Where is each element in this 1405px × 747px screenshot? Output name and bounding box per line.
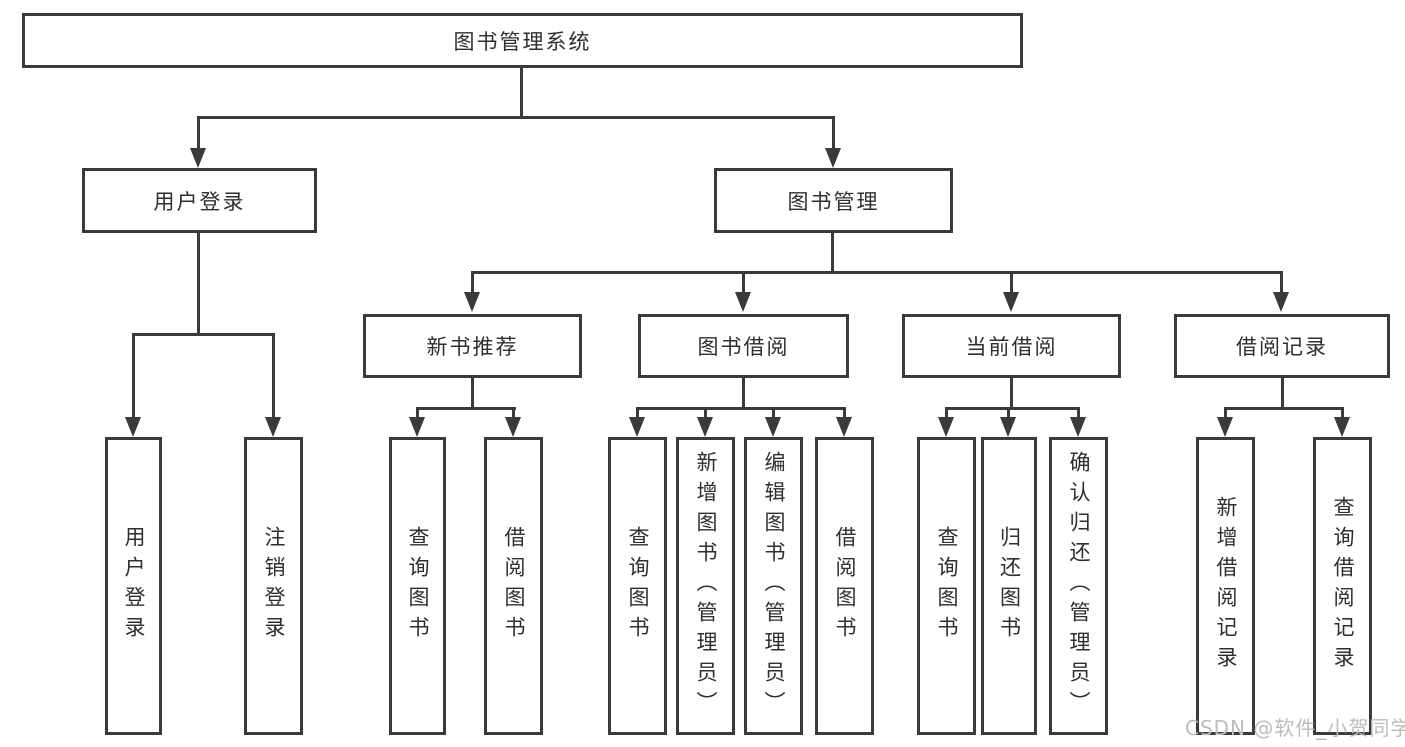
node-new-book-recommend: 新书推荐 [363,314,582,378]
connector-line [416,407,419,423]
leaf-query-books-recommend-label: 查询图书 [406,526,430,646]
leaf-confirm-return-admin: 确认归还（管理员） [1049,437,1108,735]
connector-line [197,233,200,336]
leaf-query-books-current: 查询图书 [917,437,976,735]
node-book-borrowing-label: 图书借阅 [697,335,790,359]
connector-line [197,116,835,119]
connector-line [772,407,775,423]
arrow-down-icon [409,417,425,437]
connector-line [512,407,515,423]
arrow-down-icon [765,417,781,437]
leaf-edit-book-admin: 编辑图书（管理员） [744,437,803,735]
arrow-down-icon [464,292,480,312]
arrow-down-icon [1273,292,1289,312]
connector-line [831,233,834,274]
leaf-add-borrow-record-label: 新增借阅记录 [1214,496,1238,676]
arrow-down-icon [265,417,281,437]
leaf-user-login: 用户登录 [105,437,162,735]
leaf-add-book-admin: 新增图书（管理员） [676,437,735,735]
leaf-add-borrow-record: 新增借阅记录 [1196,437,1255,735]
connector-line [471,378,474,410]
connector-line [1341,407,1344,423]
leaf-query-books-current-label: 查询图书 [935,526,959,646]
connector-line [636,407,639,423]
connector-line [945,407,948,423]
connector-line [520,68,523,119]
connector-line [272,333,275,421]
node-root: 图书管理系统 [22,13,1023,68]
connector-line [471,271,1283,274]
arrow-down-icon [1003,292,1019,312]
node-borrowing-records-label: 借阅记录 [1236,335,1328,359]
node-book-management: 图书管理 [714,168,953,233]
leaf-return-book-label: 归还图书 [997,526,1022,646]
leaf-logout: 注销登录 [244,437,303,735]
leaf-borrow-books-recommend: 借阅图书 [484,437,543,735]
node-borrowing-records: 借阅记录 [1174,314,1390,378]
csdn-watermark: CSDN @软件_小贺同学 [1185,716,1405,740]
connector-line [197,116,200,154]
leaf-borrow-books-recommend-label: 借阅图书 [502,526,526,646]
leaf-query-borrow-record-label: 查询借阅记录 [1331,496,1355,676]
node-book-borrowing: 图书借阅 [638,314,849,378]
arrow-down-icon [825,148,841,168]
connector-line [416,407,516,410]
connector-line [1224,407,1227,423]
arrow-down-icon [190,148,206,168]
leaf-query-books-borrowing-label: 查询图书 [626,526,650,646]
leaf-query-books-borrowing: 查询图书 [608,437,667,735]
arrow-down-icon [629,417,645,437]
arrow-down-icon [735,292,751,312]
node-user-login: 用户登录 [82,168,317,233]
connector-line [132,333,275,336]
connector-line [1007,407,1010,423]
connector-line [132,333,135,421]
connector-line [843,407,846,423]
node-root-label: 图书管理系统 [453,29,592,54]
leaf-logout-label: 注销登录 [262,526,286,646]
connector-line [1280,271,1283,296]
leaf-user-login-label: 用户登录 [122,526,146,646]
connector-line [742,271,745,296]
connector-line [945,407,1080,410]
node-book-management-label: 图书管理 [787,189,880,214]
leaf-borrow-books-borrowing-label: 借阅图书 [833,526,857,646]
leaf-return-book: 归还图书 [981,437,1037,735]
connector-line [1077,407,1080,423]
arrow-down-icon [938,417,954,437]
node-current-borrowing-label: 当前借阅 [965,335,1058,359]
connector-line [832,116,835,154]
connector-line [471,271,474,296]
leaf-borrow-books-borrowing: 借阅图书 [815,437,874,735]
node-current-borrowing: 当前借阅 [902,314,1121,378]
node-new-book-recommend-label: 新书推荐 [426,335,519,359]
arrow-down-icon [1070,417,1086,437]
arrow-down-icon [1217,417,1233,437]
connector-line [1224,407,1344,410]
arrow-down-icon [125,417,141,437]
node-user-login-label: 用户登录 [153,189,246,214]
connector-line [704,407,707,423]
leaf-query-borrow-record: 查询借阅记录 [1313,437,1372,735]
connector-line [1010,378,1013,410]
connector-line [1281,378,1284,410]
connector-line [1010,271,1013,296]
leaf-confirm-return-admin-label: 确认归还（管理员） [1067,451,1091,721]
arrow-down-icon [697,417,713,437]
arrow-down-icon [1000,417,1016,437]
connector-line [742,378,745,410]
arrow-down-icon [836,417,852,437]
leaf-query-books-recommend: 查询图书 [389,437,446,735]
connector-line [636,407,846,410]
leaf-add-book-admin-label: 新增图书（管理员） [694,451,718,721]
arrow-down-icon [505,417,521,437]
arrow-down-icon [1334,417,1350,437]
leaf-edit-book-admin-label: 编辑图书（管理员） [762,451,786,721]
